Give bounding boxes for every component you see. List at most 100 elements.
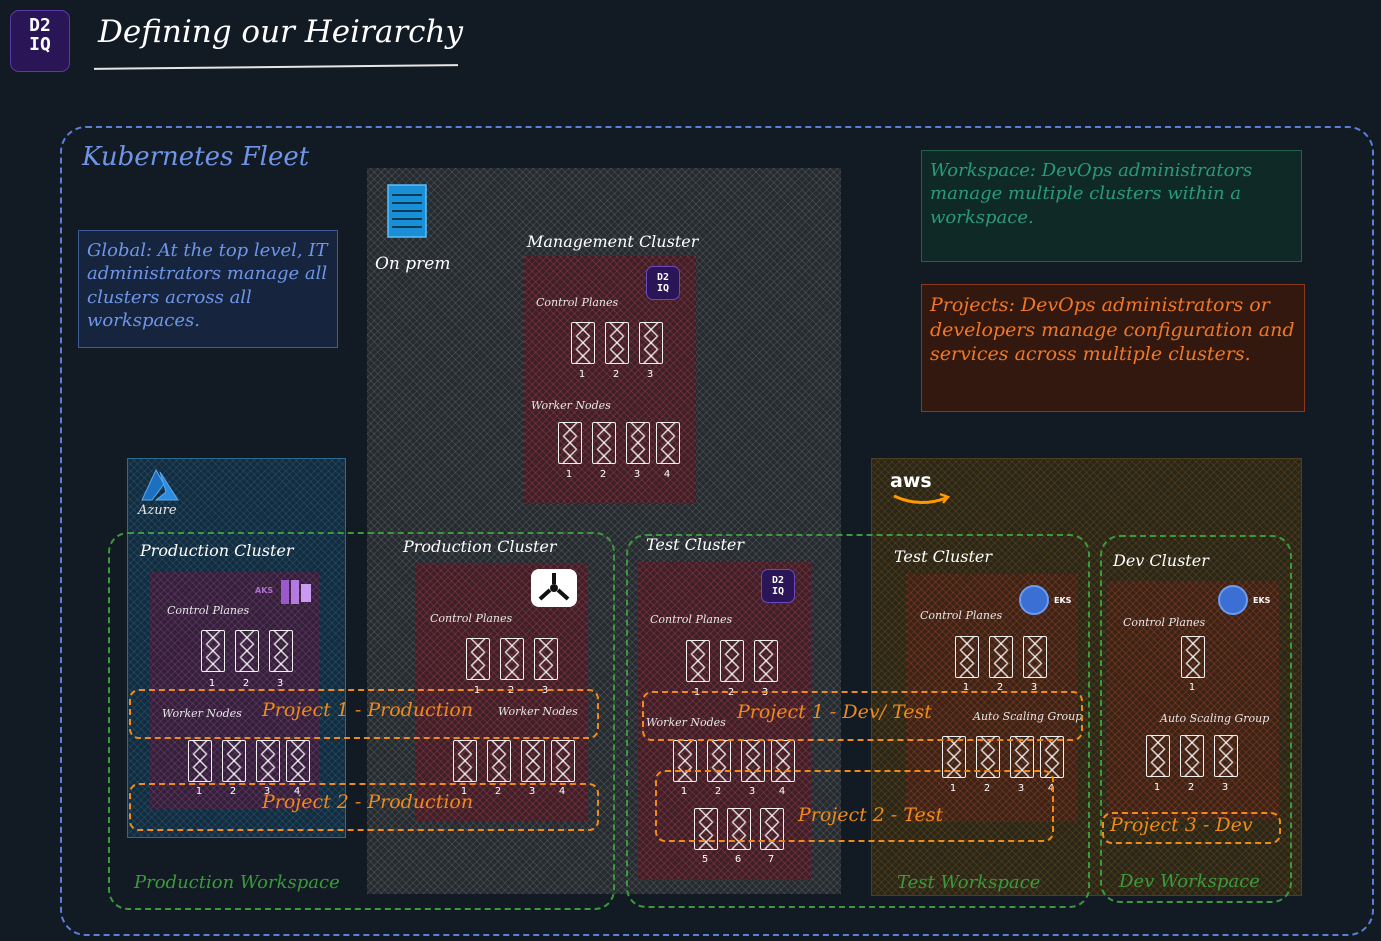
onprem-test-cp-label: Control Planes	[650, 613, 733, 626]
badge-text-2: IQ	[771, 586, 785, 597]
server-icon	[1180, 735, 1204, 777]
server-icon	[694, 808, 718, 850]
server-number: 1	[1188, 682, 1196, 693]
dev-workspace	[1100, 535, 1292, 903]
project-2-production	[129, 783, 599, 831]
projects-note: Projects: DevOps administrators or devel…	[921, 284, 1305, 412]
server-icon	[989, 636, 1013, 678]
aws-label: aws	[890, 470, 932, 492]
test-d2iq-badge: D2 IQ	[761, 569, 795, 603]
server-number: 1	[578, 369, 586, 380]
server-number: 1	[565, 469, 573, 480]
server-number: 2	[1187, 782, 1195, 793]
server-number: 1	[208, 678, 216, 689]
fleet-label: Kubernetes Fleet	[82, 142, 310, 172]
onprem-prod-wn-label: Worker Nodes	[498, 705, 578, 718]
server-icon	[521, 740, 545, 782]
server-number: 4	[778, 786, 786, 797]
management-cp-label: Control Planes	[536, 296, 619, 309]
server-number: 3	[1030, 682, 1038, 693]
onprem-prod-cp-label: Control Planes	[430, 612, 513, 625]
server-number: 6	[734, 854, 742, 865]
badge-text-1: D2	[656, 272, 670, 283]
page-title: Defining our Heirarchy	[98, 14, 463, 50]
aws-test-cluster	[906, 574, 1078, 822]
onprem-production-cluster-title: Production Cluster	[403, 537, 557, 556]
project-2-production-label: Project 2 - Production	[262, 791, 474, 813]
server-number: 3	[276, 678, 284, 689]
server-icon	[1010, 736, 1034, 778]
title-underline	[93, 64, 459, 70]
aws-dev-cluster-title: Dev Cluster	[1113, 551, 1209, 570]
server-icon	[727, 808, 751, 850]
azure-wn-label: Worker Nodes	[162, 707, 242, 720]
aws-dev-cluster	[1107, 581, 1279, 819]
server-icon	[222, 740, 246, 782]
server-icon	[500, 638, 524, 680]
server-icon	[720, 640, 744, 682]
server-icon	[656, 422, 680, 464]
server-icon	[453, 740, 477, 782]
server-icon	[942, 736, 966, 778]
server-icon	[976, 736, 1000, 778]
dev-workspace-label: Dev Workspace	[1119, 871, 1260, 892]
server-icon	[955, 636, 979, 678]
server-number: 4	[293, 786, 301, 797]
server-number: 2	[494, 786, 502, 797]
server-icon	[256, 740, 280, 782]
server-number: 3	[528, 786, 536, 797]
server-number: 2	[242, 678, 250, 689]
aws-logo: aws	[890, 470, 954, 512]
server-number: 5	[701, 854, 709, 865]
eks-icon: EKS	[1218, 585, 1274, 617]
server-number: 1	[962, 682, 970, 693]
server-number: 3	[1017, 783, 1025, 794]
test-workspace-label: Test Workspace	[897, 872, 1041, 893]
server-icon	[760, 808, 784, 850]
server-icon	[235, 630, 259, 672]
badge-text-1: D2	[771, 575, 785, 586]
server-icon	[571, 322, 595, 364]
aws-dev-asg-label: Auto Scaling Group	[1160, 712, 1270, 725]
project-1-production	[129, 689, 599, 739]
eks-label: EKS	[1253, 596, 1271, 605]
server-number: 4	[1047, 783, 1055, 794]
server-icon	[1023, 636, 1047, 678]
server-icon	[639, 322, 663, 364]
eks-icon: EKS	[1019, 585, 1075, 617]
server-icon	[558, 422, 582, 464]
project-1-devtest-label: Project 1 - Dev/ Test	[737, 701, 932, 723]
aws-dev-cp-label: Control Planes	[1123, 616, 1206, 629]
azure-label: Azure	[138, 503, 177, 518]
server-icon	[551, 740, 575, 782]
aks-icon: AKS	[255, 578, 315, 608]
management-cluster-title: Management Cluster	[527, 232, 699, 251]
rancher-logo-icon	[531, 569, 577, 607]
server-icon	[592, 422, 616, 464]
server-icon	[605, 322, 629, 364]
production-workspace	[108, 532, 615, 910]
eks-logo-icon	[1019, 585, 1049, 615]
server-number: 1	[195, 786, 203, 797]
eks-label: EKS	[1054, 596, 1072, 605]
server-number: 3	[633, 469, 641, 480]
aks-label: AKS	[255, 586, 274, 595]
server-icon	[487, 740, 511, 782]
azure-production-cluster	[150, 572, 320, 810]
onprem-test-wn-label: Worker Nodes	[646, 716, 726, 729]
server-icon	[188, 740, 212, 782]
azure-icon	[138, 466, 182, 502]
badge-text-2: IQ	[656, 283, 670, 294]
server-number: 1	[949, 783, 957, 794]
onprem-test-cluster-title: Test Cluster	[646, 535, 745, 554]
server-icon	[286, 740, 310, 782]
server-number: 3	[263, 786, 271, 797]
server-number: 2	[996, 682, 1004, 693]
kubernetes-fleet-boundary	[60, 126, 1374, 936]
datacenter-icon	[386, 183, 428, 239]
server-icon	[1214, 735, 1238, 777]
server-icon	[1146, 735, 1170, 777]
server-number: 2	[229, 786, 237, 797]
production-workspace-label: Production Workspace	[134, 872, 340, 893]
project-1-production-label: Project 1 - Production	[262, 699, 474, 721]
